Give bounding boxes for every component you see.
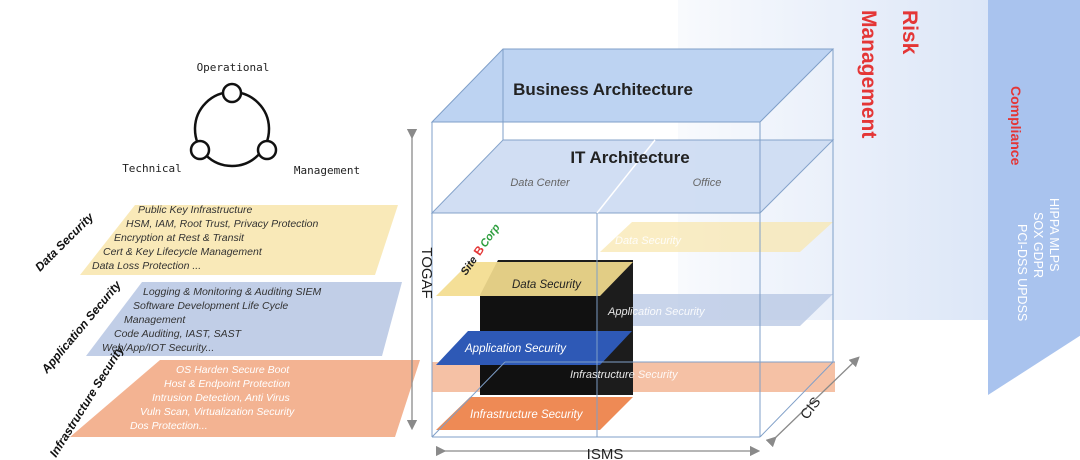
application-layer-plate [86, 282, 402, 356]
triad-node-technical [189, 139, 211, 161]
infrastructure-item-2: Host & Endpoint Protection [164, 378, 290, 390]
business-architecture-label: Business Architecture [513, 80, 693, 99]
infrastructure-item-3: Intrusion Detection, Anti Virus [152, 392, 290, 404]
cube-application-plate [436, 331, 632, 365]
application-item-2: Software Development Life Cycle [133, 300, 288, 312]
data-layer-plate [80, 205, 398, 275]
cube-data-plate [436, 262, 633, 296]
compliance-item-1: HIPPA MLPS [1047, 198, 1061, 271]
compliance-item-2: SOX GDPR [1031, 212, 1045, 278]
triad-management-label: Management [294, 164, 360, 177]
office-data-security-label: Data Security [615, 235, 683, 247]
cube-infrastructure-plate [436, 397, 633, 430]
infrastructure-layer-plate [70, 360, 420, 437]
application-item-4: Code Auditing, IAST, SAST [114, 328, 243, 340]
application-item-5: Web/App/IOT Security... [102, 342, 214, 354]
plate-divider [596, 139, 656, 214]
data-layer-items: Public Key Infrastructure HSM, IAM, Root… [92, 204, 319, 272]
infrastructure-layer-items: OS Harden Secure Boot Host & Endpoint Pr… [130, 364, 295, 432]
infrastructure-item-4: Vuln Scan, Virtualization Security [140, 406, 295, 418]
cube-data-security-label: Data Security [512, 279, 582, 291]
triad-operational-label: Operational [197, 61, 270, 74]
office-application-strip [600, 294, 833, 326]
office-infrastructure-security-label: Infrastructure Security [570, 369, 679, 381]
togaf-label: TOGAF [418, 247, 435, 298]
compliance-item-3: PCI-DSS UPDSS [1015, 224, 1029, 321]
cube-infrastructure-security-label: Infrastructure Security [470, 409, 584, 421]
infrastructure-item-5: Dos Protection... [130, 420, 208, 432]
compliance-panel [988, 0, 1080, 395]
infrastructure-item-1: OS Harden Secure Boot [176, 364, 290, 376]
application-item-3: Management [124, 314, 186, 326]
site-tower-side [598, 260, 633, 395]
office-application-security-label: Application Security [607, 306, 706, 318]
triad-node-operational [221, 82, 243, 104]
triad-node-management [256, 139, 278, 161]
data-item-1: Public Key Infrastructure [138, 204, 253, 216]
application-item-1: Logging & Monitoring & Auditing SIEM [143, 286, 321, 298]
triad-technical-label: Technical [122, 162, 182, 175]
compliance-title: Compliance [1008, 86, 1024, 166]
data-item-5: Data Loss Protection ... [92, 260, 201, 272]
application-layer-items: Logging & Monitoring & Auditing SIEM Sof… [102, 286, 321, 354]
data-item-4: Cert & Key Lifecycle Management [103, 246, 263, 258]
site-suffix: Corp [478, 222, 503, 250]
risk-line2: Management [857, 10, 880, 138]
office-data-strip [600, 222, 833, 252]
it-architecture-label: IT Architecture [570, 148, 689, 167]
cis-label: CIS [797, 394, 824, 422]
data-item-2: HSM, IAM, Root Trust, Privacy Protection [126, 218, 319, 230]
isms-label: ISMS [587, 446, 624, 460]
cis-arrow [765, 356, 860, 448]
office-label: Office [693, 177, 722, 189]
data-center-label: Data Center [510, 177, 571, 189]
cube-application-security-label: Application Security [464, 343, 567, 355]
risk-line1: Risk [898, 10, 921, 55]
data-security-title: Data Security [32, 209, 97, 274]
data-item-3: Encryption at Rest & Transit [114, 232, 245, 244]
